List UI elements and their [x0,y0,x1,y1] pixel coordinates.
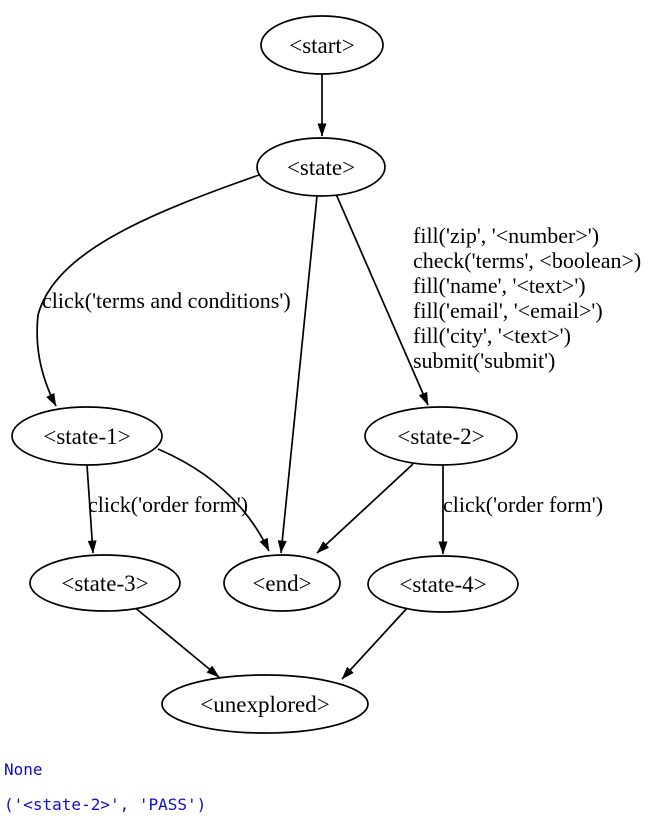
edge-label-fill-line-1: fill('zip', '<number>') [413,223,599,248]
node-end-ellipse [223,554,341,612]
node-start: <start> [260,15,384,75]
node-state-2-label: <state-2> [397,424,484,449]
node-state-2-ellipse [364,406,518,466]
node-state-4: <state-4> [367,555,519,613]
edge-state1-to-end [157,448,270,552]
edge-label-terms-and-conditions: click('terms and conditions') [42,288,291,313]
node-state-1-ellipse [11,406,163,466]
edge-state2-to-end [316,463,414,554]
node-state-2: <state-2> [364,406,518,466]
edge-label-order-form-right: click('order form') [443,492,603,517]
node-state-1-label: <state-1> [43,424,130,449]
edge-state4-to-unexplored [341,605,410,680]
node-state-1: <state-1> [11,406,163,466]
edge-label-fill-line-6: submit('submit') [413,348,555,373]
node-state-ellipse [256,137,386,197]
node-state-4-ellipse [367,555,519,613]
result-output-state2-pass: ('<state-2>', 'PASS') [4,795,207,814]
node-unexplored-label: <unexplored> [200,692,329,717]
edge-label-fill-line-4: fill('email', '<email>') [413,298,603,323]
node-end-label: <end> [252,571,311,596]
edge-state-to-state1 [36,174,260,407]
edge-state3-to-unexplored [132,605,220,678]
node-end: <end> [223,554,341,612]
edge-label-fill-line-3: fill('name', '<text>') [413,273,586,298]
edge-state1-to-state3 [86,464,97,554]
edge-label-fill-line-5: fill('city', '<text>') [413,323,571,348]
node-start-label: <start> [289,33,355,58]
node-start-ellipse [260,15,384,75]
node-unexplored: <unexplored> [161,674,369,734]
result-output-none: None [4,760,43,779]
node-state-3-label: <state-3> [61,571,148,596]
node-state-3-ellipse [29,554,181,612]
edge-label-order-form-left: click('order form') [88,492,248,517]
state-machine-diagram: click('terms and conditions') fill('zip'… [11,15,641,734]
node-state: <state> [256,137,386,197]
node-state-label: <state> [287,155,355,180]
edge-state-to-state2 [335,193,429,406]
node-state-3: <state-3> [29,554,181,612]
edge-state-to-end [277,195,318,554]
node-state-4-label: <state-4> [399,572,486,597]
node-unexplored-ellipse [161,674,369,734]
edge-label-fill-line-2: check('terms', <boolean>) [413,248,641,273]
